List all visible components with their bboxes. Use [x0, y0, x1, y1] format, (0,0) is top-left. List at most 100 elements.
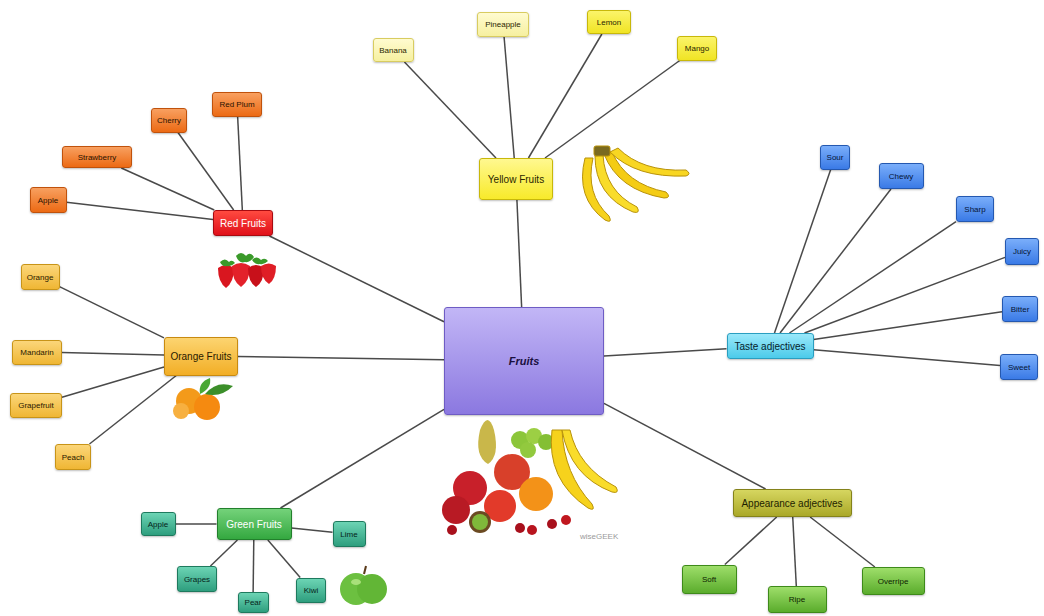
- fruit-box: Mango: [677, 36, 717, 61]
- fruit-box: Orange: [21, 264, 60, 290]
- fruit-box: Pear: [238, 592, 269, 613]
- node-label: Soft: [702, 575, 716, 584]
- node-label: Sweet: [1008, 363, 1030, 372]
- adjective-box: Bitter: [1002, 296, 1038, 322]
- node-label: Ripe: [789, 595, 805, 604]
- node-label: Appearance adjectives: [741, 498, 842, 509]
- fruit-box: Peach: [55, 444, 91, 470]
- branch-line: [404, 62, 496, 158]
- node-label: Red Fruits: [220, 218, 266, 229]
- node-label: Orange: [27, 273, 54, 282]
- strawberry-picture: [218, 253, 276, 288]
- node-label: Sharp: [964, 205, 985, 214]
- branch-line: [545, 61, 680, 159]
- branch-line: [121, 168, 214, 210]
- node-label: Red Plum: [219, 100, 254, 109]
- fruit-box: Lime: [333, 521, 366, 547]
- green-apple-picture: [340, 566, 387, 605]
- fruit-pile-picture: [442, 420, 617, 535]
- branch-line: [774, 170, 830, 334]
- branch-line: [62, 353, 164, 355]
- branch-line: [789, 222, 956, 333]
- node-label: Yellow Fruits: [488, 174, 544, 185]
- node-label: Orange Fruits: [170, 351, 231, 362]
- node-label: Chewy: [889, 172, 913, 181]
- node-label: Kiwi: [304, 586, 319, 595]
- branch-line: [517, 200, 522, 307]
- fruit-box: Grapes: [177, 566, 217, 592]
- branch-line: [814, 312, 1003, 340]
- category-box: Taste adjectives: [727, 333, 814, 359]
- branch-line: [253, 540, 255, 592]
- adjective-box: Juicy: [1005, 238, 1039, 265]
- banana-picture: [583, 146, 690, 221]
- branch-line: [810, 517, 875, 567]
- fruit-box: Apple: [141, 512, 176, 536]
- branch-line: [292, 528, 333, 532]
- node-label: Pineapple: [485, 20, 521, 29]
- node-label: Sour: [827, 153, 844, 162]
- category-box: Appearance adjectives: [733, 489, 852, 517]
- branch-line: [604, 349, 727, 356]
- node-label: Apple: [148, 520, 168, 529]
- node-label: Peach: [62, 453, 85, 462]
- branch-line: [528, 34, 601, 158]
- branch-line: [238, 357, 444, 360]
- fruit-box: Grapefruit: [10, 393, 62, 418]
- node-label: Grapes: [184, 575, 210, 584]
- node-label: Banana: [379, 46, 407, 55]
- node-label: Cherry: [157, 116, 181, 125]
- mandarin-picture: [173, 378, 233, 420]
- fruit-box: Apple: [30, 187, 67, 213]
- branch-line: [804, 257, 1005, 333]
- node-label: Green Fruits: [226, 519, 282, 530]
- branch-line: [504, 37, 514, 159]
- node-label: Mandarin: [20, 348, 53, 357]
- branch-line: [268, 540, 300, 578]
- node-label: Lime: [340, 530, 357, 539]
- fruit-box: Pineapple: [477, 12, 529, 37]
- branch-line: [60, 287, 165, 338]
- adjective-box: Ripe: [768, 586, 827, 613]
- node-label: Taste adjectives: [734, 341, 805, 352]
- node-label: Grapefruit: [18, 401, 54, 410]
- fruit-box: Red Plum: [212, 92, 262, 117]
- branch-line: [89, 376, 176, 445]
- branch-line: [178, 133, 234, 211]
- node-label: Overripe: [878, 577, 909, 586]
- fruit-box: Banana: [373, 38, 414, 62]
- branch-line: [176, 524, 217, 525]
- adjective-box: Sharp: [956, 196, 994, 222]
- node-label: Lemon: [597, 18, 621, 27]
- node-label: Strawberry: [78, 153, 117, 162]
- node-label: Juicy: [1013, 247, 1031, 256]
- node-label: Bitter: [1011, 305, 1030, 314]
- adjective-box: Sweet: [1000, 354, 1038, 380]
- branch-line: [269, 236, 444, 322]
- node-label: Fruits: [509, 355, 540, 367]
- branch-line: [67, 202, 214, 219]
- node-label: Mango: [685, 44, 709, 53]
- branch-line: [210, 540, 237, 566]
- watermark: wiseGEEK: [580, 532, 618, 541]
- node-label: Apple: [38, 196, 58, 205]
- node-label: Pear: [245, 598, 262, 607]
- branch-line: [281, 409, 444, 508]
- central-topic-box: Fruits: [444, 307, 604, 415]
- fruit-box: Strawberry: [62, 146, 132, 168]
- branch-line: [793, 517, 797, 586]
- category-box: Yellow Fruits: [479, 158, 553, 200]
- branch-line: [814, 350, 1001, 366]
- category-box: Orange Fruits: [164, 337, 238, 376]
- fruit-box: Lemon: [587, 10, 631, 34]
- adjective-box: Sour: [820, 145, 850, 170]
- category-box: Green Fruits: [217, 508, 292, 540]
- category-box: Red Fruits: [213, 210, 273, 236]
- branch-line: [62, 367, 164, 397]
- adjective-box: Soft: [682, 565, 737, 594]
- branch-line: [780, 189, 891, 333]
- branch-line: [604, 403, 766, 489]
- branch-line: [238, 117, 243, 211]
- fruit-box: Cherry: [151, 108, 187, 133]
- adjective-box: Chewy: [879, 163, 924, 189]
